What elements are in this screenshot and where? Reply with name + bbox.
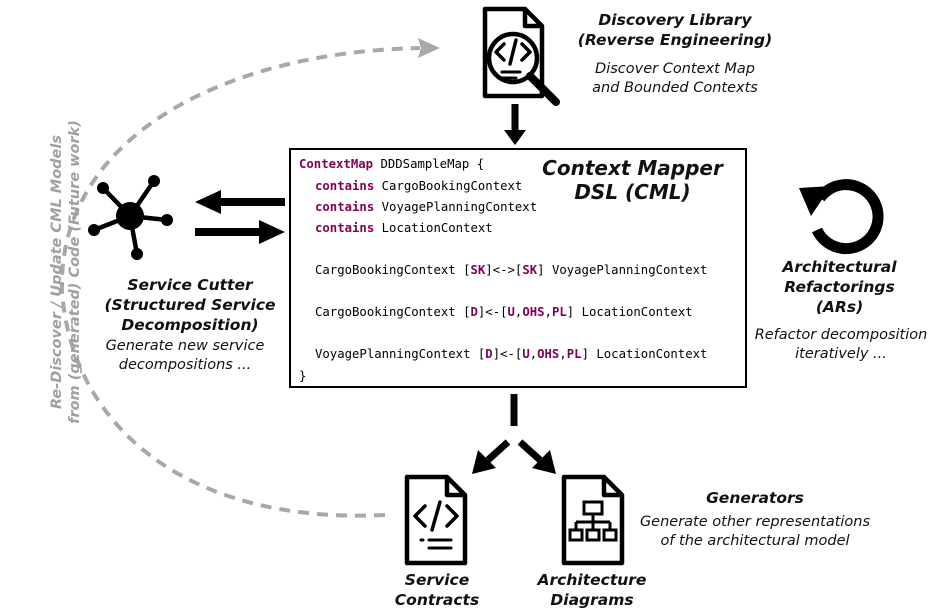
code-keyword: ContextMap [299,157,374,171]
code-line-close: } [299,368,306,384]
code-keyword: U [507,305,515,319]
generators-description: Generate other representations of the ar… [625,513,885,551]
service-cutter-desc-line2: decompositions ... [118,357,252,373]
code-text: CargoBookingContext [374,179,523,193]
discovery-desc-line1: Discover Context Map [595,61,755,77]
code-text: ]<-[ [492,347,523,361]
code-text: LocationContext [374,221,493,235]
service-cutter-title-line3: Decomposition) [121,316,259,334]
code-keyword: contains [315,221,375,235]
code-text: , [559,347,567,361]
arrow-down-icon [504,104,526,145]
code-line-contextmap: ContextMap DDDSampleMap { [299,156,484,172]
code-keyword: contains [315,200,375,214]
future-work-line1: Re-Discover / Update CML Models [49,135,65,410]
fork-arrows-icon [472,394,556,474]
architecture-diagrams-line2: Diagrams [550,591,634,609]
code-text: , [514,305,523,319]
discovery-description: Discover Context Map and Bounded Context… [575,60,775,98]
architecture-diagrams-line1: Architecture [537,571,647,589]
code-keyword: PL [551,305,567,319]
discovery-desc-line2: and Bounded Contexts [592,80,758,96]
code-keyword: D [485,347,493,361]
bidirectional-arrows-icon [195,190,285,244]
service-cutter-desc-line1: Generate new service [105,338,265,354]
service-contracts-line2: Contracts [394,591,480,609]
refactorings-title-line2: Refactorings [784,278,895,296]
code-line-contains-3: contains LocationContext [315,220,493,236]
service-contracts-label: Service Contracts [367,570,507,610]
refactorings-description: Refactor decomposition iteratively ... [747,326,935,364]
code-keyword: OHS [522,305,545,319]
generators-title: Generators [706,489,804,507]
cml-title-line1: Context Mapper [542,156,723,180]
service-cutter-title-line2: (Structured Service [104,296,276,314]
refactorings-title-line1: Architectural [782,258,897,276]
generators-desc-line2: of the architectural model [660,533,850,549]
service-cutter-title-line1: Service Cutter [127,276,253,294]
code-text: VoyagePlanningContext [374,200,538,214]
service-cutter-title: Service Cutter (Structured Service Decom… [90,275,290,335]
generators-desc-line1: Generate other representations [639,514,871,530]
code-text: ] LocationContext [581,347,708,361]
cml-code-box: Context Mapper DSL (CML) ContextMap DDDS… [289,148,747,388]
code-keyword: contains [315,179,375,193]
code-text: VoyagePlanningContext [ [315,347,486,361]
code-keyword: SK [470,263,486,277]
code-document-magnifier-icon [482,6,560,106]
refresh-cycle-icon [799,179,884,255]
code-text: } [299,369,307,383]
refactorings-desc-line2: iteratively ... [795,346,887,362]
code-text: CargoBookingContext [ [315,305,471,319]
future-work-label: Re-Discover / Update CML Models from (ge… [48,102,84,442]
refactorings-title-line3: (ARs) [815,298,864,316]
code-text: , [544,305,552,319]
code-line-contains-2: contains VoyagePlanningContext [315,199,537,215]
code-line-contains-1: contains CargoBookingContext [315,178,522,194]
network-hub-icon [88,175,173,260]
service-contracts-line1: Service [404,571,470,589]
code-document-icon [404,474,468,566]
cml-title: Context Mapper DSL (CML) [530,156,735,204]
service-cutter-description: Generate new service decompositions ... [85,337,285,375]
code-keyword: OHS [537,347,560,361]
discovery-title-line1: Discovery Library [598,11,752,29]
code-text: ] VoyagePlanningContext [537,263,708,277]
cml-title-line2: DSL (CML) [574,180,691,204]
code-text: CargoBookingContext [ [315,263,471,277]
code-text: DDDSampleMap { [373,157,485,171]
code-line-relationship-2: CargoBookingContext [D]<-[U,OHS,PL] Loca… [315,304,693,320]
code-keyword: SK [522,263,538,277]
discovery-title-line2: (Reverse Engineering) [577,31,773,49]
architecture-diagrams-label: Architecture Diagrams [517,570,667,610]
code-line-relationship-1: CargoBookingContext [SK]<->[SK] VoyagePl… [315,262,707,278]
code-text: ]<-[ [477,305,508,319]
code-keyword: PL [566,347,582,361]
code-text: ]<->[ [485,263,523,277]
diagram-document-icon [561,474,625,566]
discovery-title: Discovery Library (Reverse Engineering) [575,10,775,50]
future-work-line2: from (generated) Code (Future work) [67,120,83,424]
code-keyword: U [522,347,530,361]
code-line-relationship-3: VoyagePlanningContext [D]<-[U,OHS,PL] Lo… [315,346,707,362]
code-text: , [529,347,538,361]
code-keyword: D [470,305,478,319]
refactorings-title: Architectural Refactorings (ARs) [747,257,932,317]
refactorings-desc-line1: Refactor decomposition [754,327,928,343]
code-text: ] LocationContext [566,305,693,319]
